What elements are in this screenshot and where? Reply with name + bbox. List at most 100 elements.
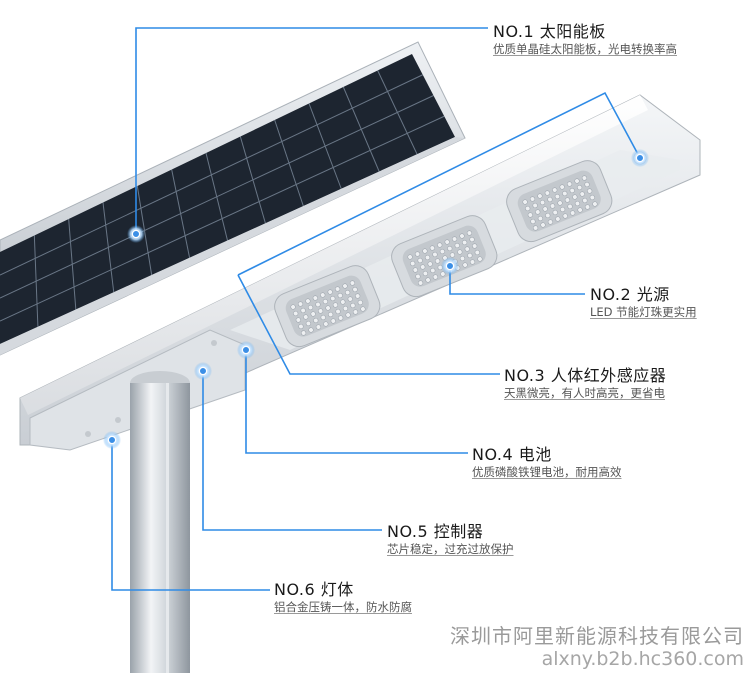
led-chip — [567, 203, 573, 210]
led-chip — [338, 315, 344, 321]
led-chip — [579, 191, 585, 197]
led-chip — [298, 323, 304, 330]
pole-graphic — [130, 371, 190, 673]
led-chip — [562, 213, 568, 219]
marker-core — [635, 153, 645, 163]
led-chip — [323, 321, 329, 327]
led-chip — [527, 212, 533, 218]
leader-light-source — [449, 266, 585, 295]
led-chip — [589, 194, 595, 201]
led-chip — [422, 248, 428, 254]
led-chip — [540, 222, 546, 228]
callout-desc: 天黑微亮，有人时高亮，更省电 — [504, 386, 665, 400]
led-chip — [350, 302, 356, 309]
led-chip — [570, 210, 576, 216]
led-chip — [560, 206, 566, 213]
led-chip-array — [290, 280, 366, 336]
led-chip — [349, 280, 356, 286]
led-chip — [313, 317, 319, 324]
led-chip — [477, 256, 483, 262]
led-chip — [537, 193, 543, 199]
led-chip — [342, 305, 349, 312]
led-chip — [429, 245, 435, 251]
solar-panel-graphic — [0, 41, 466, 356]
led-chip — [337, 292, 343, 299]
panel-grid-line — [0, 115, 445, 322]
led-chip — [552, 187, 558, 193]
led-chip — [577, 184, 583, 191]
marker-core — [107, 435, 117, 445]
led-chip — [457, 249, 463, 255]
led-chip — [310, 311, 316, 317]
led-chip — [345, 289, 351, 296]
led-chip — [437, 242, 443, 248]
led-chip — [467, 252, 473, 259]
led-chip — [293, 310, 299, 317]
led-chip — [566, 181, 573, 187]
leader-lamp-body — [111, 440, 270, 591]
led-chip — [335, 308, 341, 315]
led-chip — [347, 296, 353, 302]
led-chip — [425, 277, 431, 283]
led-chip — [432, 251, 438, 258]
led-chip — [315, 301, 321, 308]
led-chip — [407, 254, 413, 260]
led-chip — [415, 273, 421, 280]
led-chip — [532, 202, 538, 209]
led-chip — [569, 187, 575, 194]
marker-core — [198, 366, 208, 376]
led-chip — [320, 292, 326, 298]
led-chip — [334, 286, 341, 292]
led-chip — [462, 239, 468, 246]
led-chip — [360, 306, 366, 312]
panel-grid-line — [0, 74, 423, 276]
leader-controller — [202, 371, 382, 531]
led-chip — [537, 215, 543, 222]
callout-solar-panel: NO.1 太阳能板 优质单晶硅太阳能板，光电转换率高 — [493, 22, 677, 57]
led-chip — [572, 194, 578, 200]
led-chip — [587, 188, 593, 194]
marker-core — [131, 229, 141, 239]
led-chip — [417, 257, 423, 264]
led-chip — [439, 248, 445, 255]
led-chip — [464, 246, 470, 252]
led-chip — [332, 302, 339, 308]
leader-light-area — [237, 91, 641, 276]
led-chip — [535, 209, 541, 215]
callout-light-source: NO.2 光源 LED 节能灯珠更实用 — [590, 285, 697, 320]
led-chip — [581, 175, 588, 181]
led-chip — [466, 230, 473, 236]
watermark: 深圳市阿里新能源科技有限公司 alxny.b2b.hc360.com — [450, 624, 744, 670]
led-chip-array — [522, 175, 598, 231]
led-chip — [459, 233, 465, 239]
marker-core — [445, 261, 455, 271]
led-chip — [449, 252, 456, 258]
led-chip — [547, 196, 553, 203]
led-chip — [322, 298, 328, 305]
led-chip — [554, 193, 560, 200]
led-chip — [434, 258, 441, 264]
led-chip — [307, 304, 314, 311]
led-chip — [420, 264, 426, 270]
led-chip — [430, 267, 436, 274]
led-chip — [412, 267, 418, 273]
led-chip — [414, 251, 421, 257]
callout-pir-sensor: NO.3 人体红外感应器 天黑微亮，有人时高亮，更省电 — [504, 366, 666, 401]
callout-title: NO.2 光源 — [590, 285, 670, 304]
led-chip — [584, 181, 590, 188]
led-chip — [290, 304, 296, 310]
callout-controller: NO.5 控制器 芯片稳定，过充过放保护 — [387, 522, 514, 557]
led-chip — [303, 314, 309, 320]
led-chip-array — [407, 230, 483, 286]
led-chip — [474, 249, 480, 256]
led-chip — [417, 280, 424, 286]
marker-dot — [631, 149, 649, 167]
leader-pir-sensor — [237, 274, 500, 375]
led-chip — [422, 270, 428, 277]
led-chip — [522, 199, 528, 205]
led-chip — [305, 298, 311, 304]
led-chip — [549, 203, 556, 209]
marker-core — [241, 345, 251, 355]
led-chip — [555, 216, 561, 222]
